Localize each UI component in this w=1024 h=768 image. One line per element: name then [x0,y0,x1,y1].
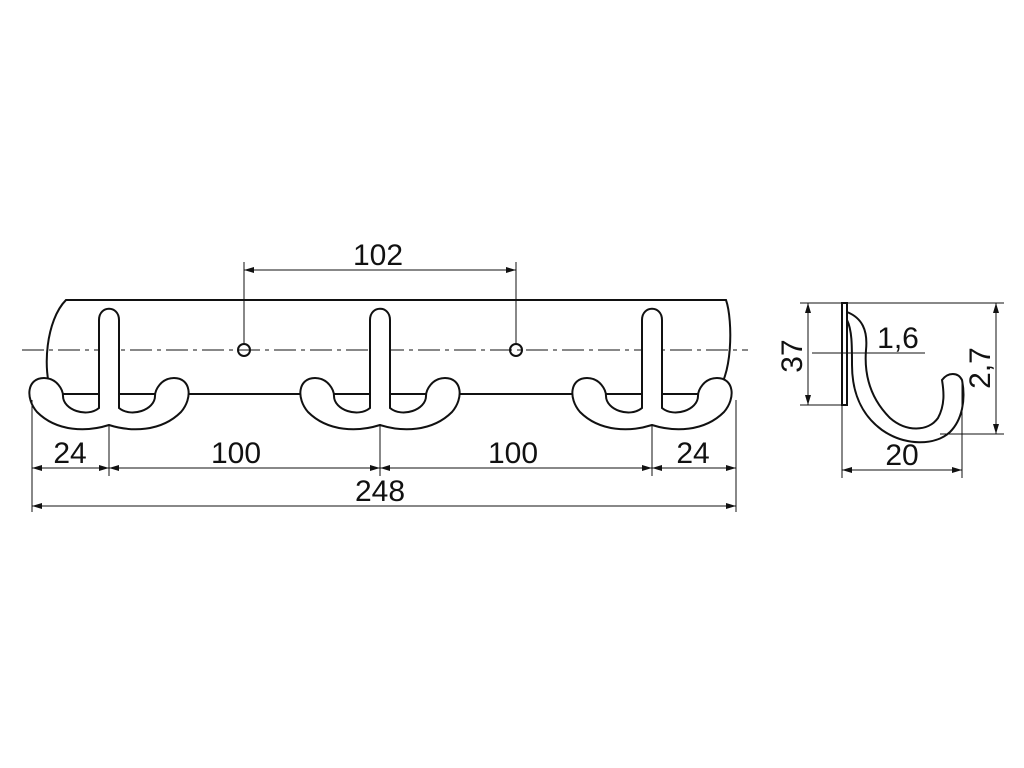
mounting-hole-left [237,343,251,357]
label-depth: 20 [885,439,918,472]
label-thickness: 1,6 [877,322,919,355]
label-overall-length: 248 [355,475,405,508]
label-height: 37 [776,339,809,372]
front-dimensions [31,262,737,512]
label-left-end: 24 [53,437,86,470]
label-spacing-right: 100 [488,437,538,470]
hook-2 [299,307,461,431]
label-wire: 2,7 [964,347,997,389]
side-plate [841,302,848,406]
label-right-end: 24 [676,437,709,470]
side-hook-profile [846,310,965,444]
label-spacing-left: 100 [211,437,261,470]
front-view [22,299,748,431]
label-hole-spacing: 102 [353,239,403,272]
mounting-hole-right [509,343,523,357]
side-dimensions [800,302,1004,478]
hook-1 [28,307,190,431]
hook-3 [571,307,733,431]
